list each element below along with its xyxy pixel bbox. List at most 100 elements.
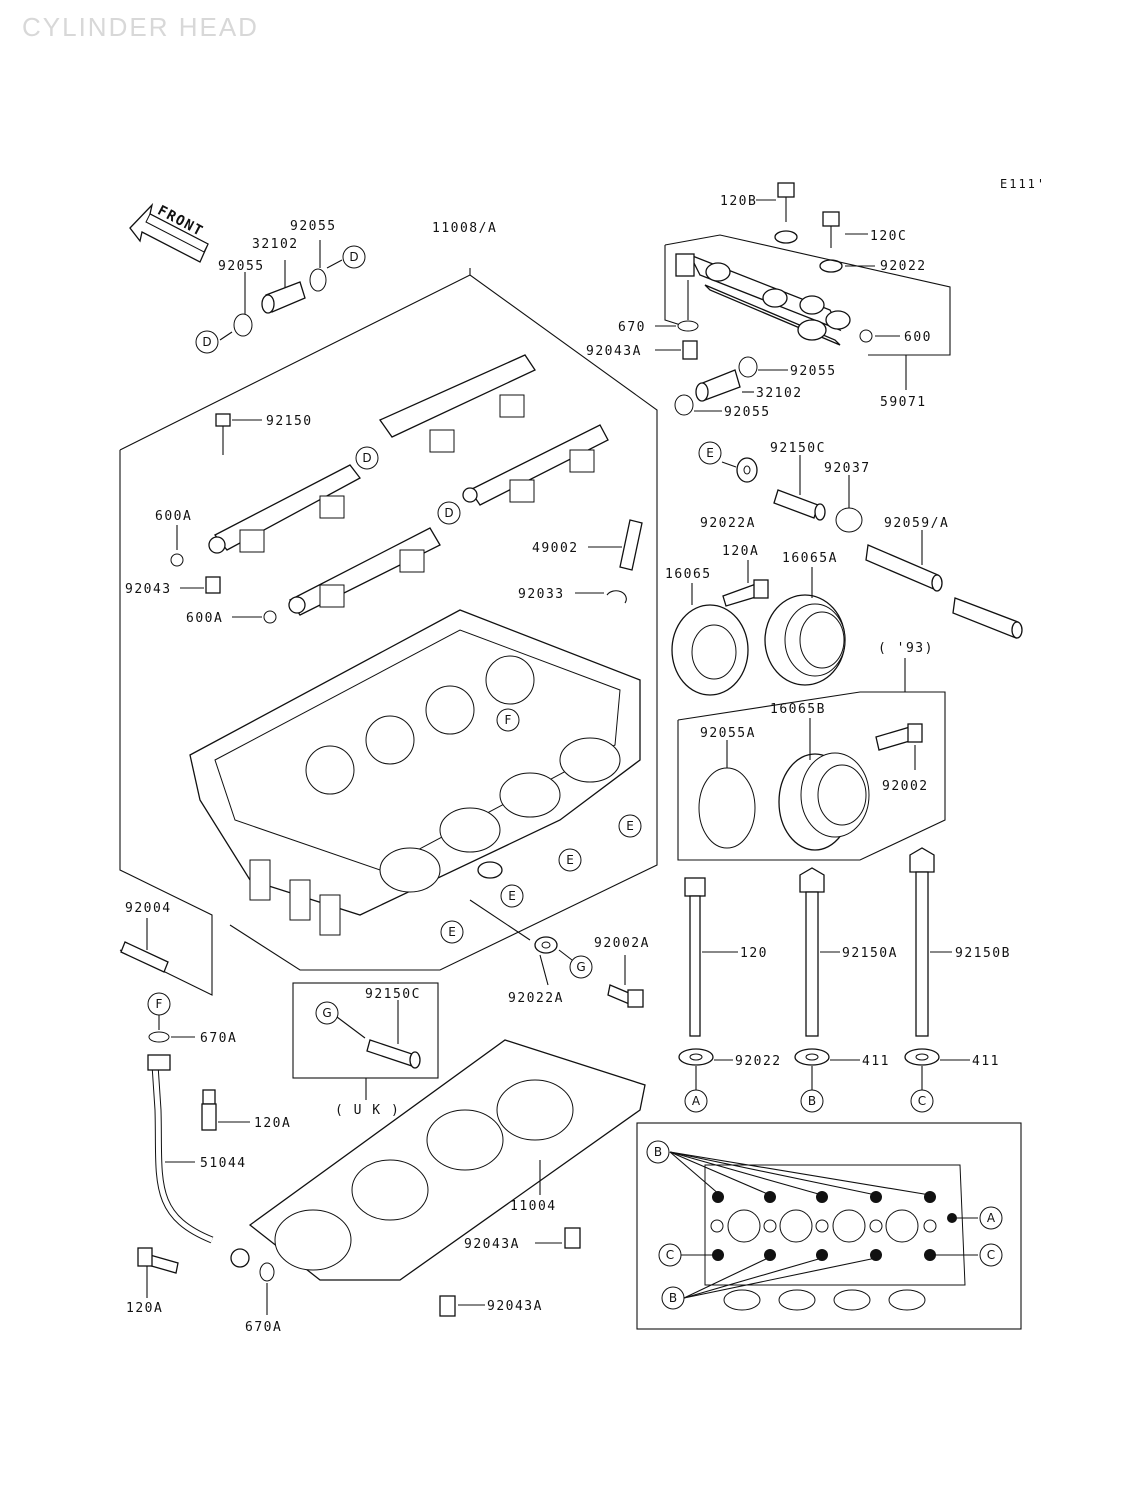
svg-text:E: E <box>706 446 714 460</box>
fitting-92150C-right <box>773 455 826 521</box>
callout-120: 120 <box>740 946 768 961</box>
callout-59071: 59071 <box>880 395 927 410</box>
ref-B-top: B <box>646 1140 670 1164</box>
o-ring-92055-left-top <box>309 268 327 292</box>
hose-92059A <box>865 530 1023 639</box>
svg-text:C: C <box>987 1248 995 1262</box>
callout-120A-bottom: 120A <box>126 1301 163 1316</box>
dowel-92043 <box>205 576 221 594</box>
ref-A-bolt: A <box>684 1089 708 1113</box>
small-hole-1 <box>710 1219 724 1233</box>
svg-text:B: B <box>808 1094 816 1108</box>
camshaft-cap-assembly <box>208 354 609 616</box>
ball-600A-1 <box>170 553 184 567</box>
callout-92150A: 92150A <box>842 946 898 961</box>
callout-600A-1: 600A <box>155 509 192 524</box>
dowel-92043A-2 <box>439 1295 485 1317</box>
group-93-box <box>677 658 946 861</box>
svg-text:D: D <box>202 335 211 349</box>
holder-16065B <box>778 718 870 851</box>
callout-92043: 92043 <box>125 582 172 597</box>
callout-92022A-bottom: 92022A <box>508 991 564 1006</box>
cylinder-head-body <box>189 609 641 936</box>
bolt-hole-5-1 <box>924 1191 936 1203</box>
callout-92002: 92002 <box>882 779 929 794</box>
bolt-120 <box>684 877 738 1037</box>
ref-F1: F <box>496 708 520 732</box>
callout-120B: 120B <box>720 194 757 209</box>
callout-92033: 92033 <box>518 587 565 602</box>
ref-D1: D <box>342 245 366 269</box>
washer-92022-top <box>819 259 875 273</box>
callout-670: 670 <box>618 320 646 335</box>
circlip-92033 <box>575 590 627 604</box>
ref-E4: E <box>500 884 524 908</box>
ref-B-bolt: B <box>800 1089 824 1113</box>
clamp-92037 <box>835 475 863 533</box>
callout-92002A: 92002A <box>594 936 650 951</box>
svg-text:E: E <box>508 889 516 903</box>
ref-B-bottom: B <box>661 1286 685 1310</box>
o-ring-670 <box>655 280 699 332</box>
pipe-32102-left <box>261 281 306 314</box>
callout-92055-right-1: 92055 <box>790 364 837 379</box>
bolt-92150A <box>799 867 840 1037</box>
callout-49002: 49002 <box>532 541 579 556</box>
callout-120A-mid: 120A <box>722 544 759 559</box>
svg-text:C: C <box>918 1094 926 1108</box>
o-ring-670A-bottom <box>259 1262 275 1315</box>
bolt-hole-3-2 <box>816 1249 828 1261</box>
fuel-rail-59071 <box>664 234 951 390</box>
ref-A-right: A <box>979 1206 1003 1230</box>
callout-92055-left-2: 92055 <box>218 259 265 274</box>
callout-670A-2: 670A <box>245 1320 282 1335</box>
ref-E2: E <box>618 814 642 838</box>
ref-E3: E <box>558 848 582 872</box>
bolt-120C <box>822 211 868 248</box>
callout-411-2: 411 <box>972 1054 1000 1069</box>
svg-text:D: D <box>349 250 358 264</box>
label-uk: ( U K ) <box>335 1103 400 1118</box>
o-ring-92055-left-bottom <box>233 313 253 337</box>
ref-D3: D <box>355 446 379 470</box>
bolt-hole-3-1 <box>816 1191 828 1203</box>
callout-92043A-2: 92043A <box>487 1299 543 1314</box>
plug-hole-4 <box>885 1209 919 1243</box>
dowel-92043A-1 <box>535 1227 581 1249</box>
label-year-93: ( '93) <box>878 641 934 656</box>
callout-16065A: 16065A <box>782 551 838 566</box>
o-ring-92055-right-2 <box>674 394 722 416</box>
ref-G1: G <box>569 955 593 979</box>
ball-600 <box>859 329 900 343</box>
plug-hole-2 <box>779 1209 813 1243</box>
svg-text:E: E <box>566 853 574 867</box>
pipe-32102-right <box>695 369 754 402</box>
svg-text:F: F <box>156 997 163 1011</box>
page-title: CYLINDER HEAD <box>22 12 259 42</box>
svg-text:G: G <box>322 1006 331 1020</box>
cylinder-head-group-outline <box>119 268 658 996</box>
holder-16065A <box>764 567 846 686</box>
diagram-id: E111' <box>1000 177 1047 191</box>
valve-guide-49002 <box>588 519 643 571</box>
callout-11008A: 11008/A <box>432 221 497 236</box>
ref-D4: D <box>437 501 461 525</box>
ball-600A-2 <box>263 610 277 624</box>
ref-E1: E <box>698 441 722 465</box>
washer-411-2 <box>904 1048 970 1090</box>
callout-92022A-right: 92022A <box>700 516 756 531</box>
bolt-92002 <box>875 723 923 770</box>
callout-92150C-right: 92150C <box>770 441 826 456</box>
small-hole-4 <box>869 1219 883 1233</box>
svg-text:A: A <box>692 1094 701 1108</box>
callout-92059A: 92059/A <box>884 516 949 531</box>
small-hole-5 <box>923 1219 937 1233</box>
bolt-120A-left <box>201 1089 250 1131</box>
ref-F2: F <box>147 992 171 1016</box>
callout-92037: 92037 <box>824 461 871 476</box>
ref-D2: D <box>195 330 219 354</box>
callout-92055-left-1: 92055 <box>290 219 337 234</box>
callout-120C: 120C <box>870 229 907 244</box>
small-hole-2 <box>763 1219 777 1233</box>
callout-411-1: 411 <box>862 1054 890 1069</box>
